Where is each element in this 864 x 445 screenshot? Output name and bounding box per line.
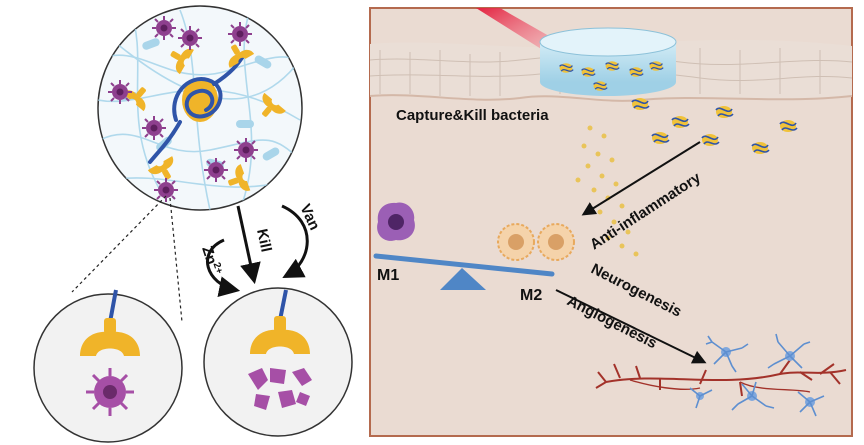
bound-bacterium-circle [33,289,183,443]
neuron-icon [689,333,825,417]
macrophage-m1-icon [377,202,415,241]
zinc-ion-label: Zn2+ [198,244,224,278]
zoom-lines [71,195,183,323]
svg-text:Zn2+: Zn2+ [198,244,224,278]
capture-kill-label: Capture&Kill bacteria [396,107,549,124]
regeneration-arrow [555,289,707,364]
kill-label: Kill [253,227,274,253]
blood-vessel-icon [595,359,847,397]
magnified-hydrogel-circle [97,5,303,211]
bacteria-fragments-icon [248,368,312,410]
hydrogel-disc-icon [539,27,677,96]
seesaw-icon [373,253,555,290]
macrophage-m2-icon [497,223,575,261]
process-arrows [205,204,309,297]
m1-label: M1 [377,267,399,284]
killed-bacterium-circle [203,287,353,437]
m2-label: M2 [520,287,542,304]
anti-inflammatory-arrow [581,141,701,216]
bacteria-icon [86,368,134,416]
laser-beam-icon [476,8,556,52]
van-label: Van [296,202,323,233]
wound-skin-panel: Capture&Kill bacteria Anti-inflammatory … [369,7,853,437]
